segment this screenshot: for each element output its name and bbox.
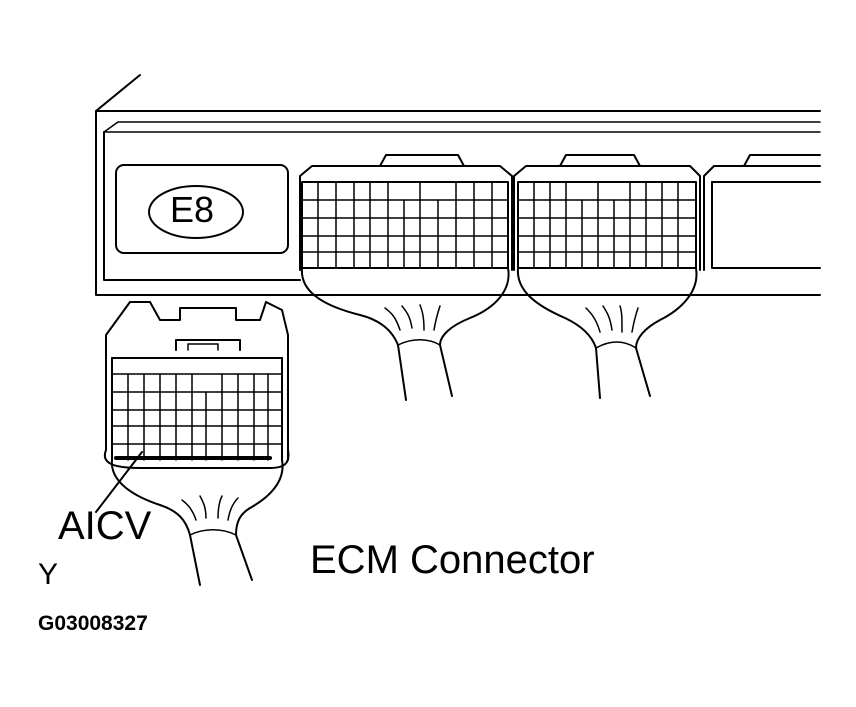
- terminal-label: AICV: [58, 504, 152, 548]
- e8-connector: [103, 301, 290, 586]
- ecm-connector-1: [299, 154, 513, 401]
- figure-id: G03008327: [38, 612, 148, 635]
- view-mark: Y: [38, 558, 59, 591]
- ecm-connector-2: [513, 154, 701, 399]
- ecm-housing: [95, 74, 821, 296]
- ecm-connector-3: [703, 154, 821, 271]
- diagram-caption: ECM Connector: [310, 538, 595, 582]
- e8-marker-oval: [148, 185, 244, 239]
- aicv-leader-line: [95, 451, 143, 513]
- connector-code-label: E8: [170, 189, 215, 230]
